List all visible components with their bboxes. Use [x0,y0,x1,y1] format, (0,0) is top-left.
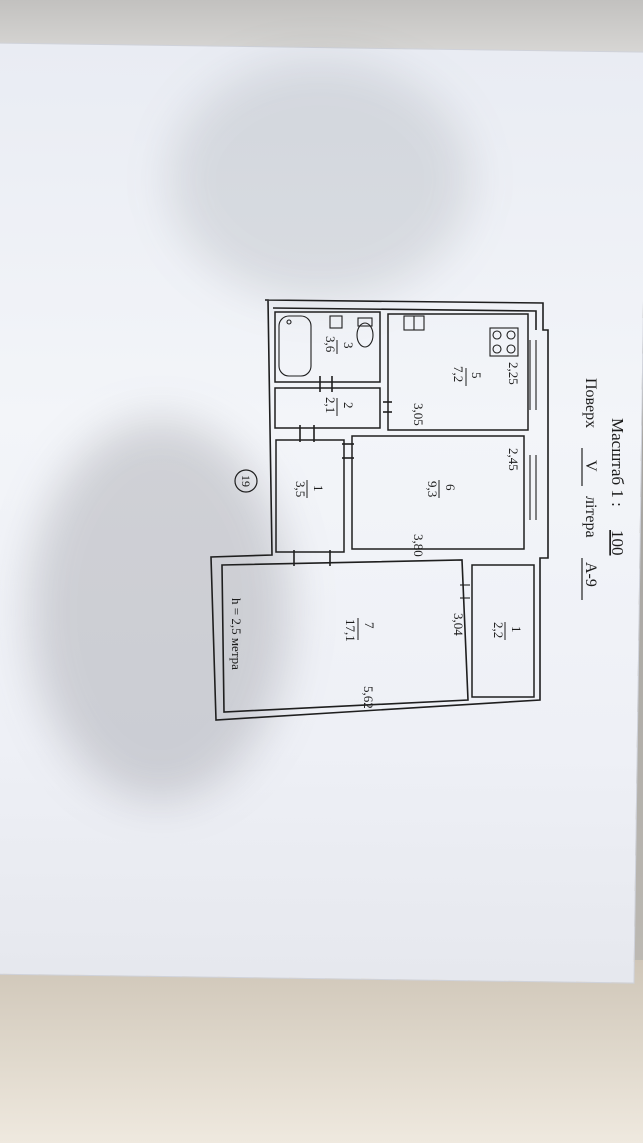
room-5-outline [387,313,529,431]
inner-walls [274,311,535,698]
dim-room6-width: 2,45 [506,448,521,471]
room-area: 9,3 [425,481,440,497]
room-number: 3 [341,342,356,349]
room-labels: 3 3,6 5 7,2 2 2,1 1 3,5 6 9,3 7 17,1 1 2… [293,336,524,642]
balcony-outline [471,564,535,698]
floor-value: V [582,460,599,472]
room-number: 1 [311,485,326,492]
apartment-number: 19 [239,475,253,487]
room-1-outline [275,439,345,553]
header-floor: Поверх V літера А-9 [581,378,599,600]
room-number: 7 [362,622,377,629]
door-marks [293,376,392,566]
floor-label: Поверх [582,378,599,428]
room-2-outline [274,387,381,429]
windows [460,340,537,599]
letter-value: А-9 [582,562,599,587]
dim-kitchen-width: 2,25 [506,362,521,385]
drain-icon [286,319,292,325]
toilet-tank-icon [357,317,373,327]
room-number: 2 [341,402,356,409]
dim-room6-length: 3,80 [411,534,426,557]
fixtures [278,315,519,377]
room-area: 2,2 [491,622,506,638]
dim-room7-length: 5,62 [361,686,376,709]
dim-kitchen-length: 3,05 [411,403,426,426]
washbasin-icon [329,315,343,329]
room-6-outline [351,435,525,550]
shadow [170,60,470,300]
scale-value: 100 [608,530,627,556]
room-area: 3,6 [323,336,338,353]
room-area: 3,5 [293,481,308,497]
shadow [30,420,290,800]
room-area: 2,1 [323,397,338,413]
toilet-icon [356,322,374,348]
room-number: 6 [443,484,458,491]
room-area: 17,1 [343,619,358,642]
outer-walls [210,299,549,721]
dimension-labels: 2,25 3,05 2,45 3,80 3,04 5,62 [361,362,521,709]
dim-room7-width: 3,04 [451,613,466,636]
scale-label: Масштаб 1 : [608,418,627,507]
header-scale: Масштаб 1 : 100 [608,418,627,556]
letter-label: літера [582,496,599,538]
room-3-outline [274,311,381,383]
ceiling-height-note: h = 2,5 метра [229,598,244,670]
stove-icon [489,327,519,357]
apartment-number-badge: 19 [234,469,258,493]
wood-surface [0,960,643,1143]
room-area: 7,2 [451,366,466,382]
room-number: 5 [469,372,484,379]
bathtub-icon [278,315,312,377]
room-number: 1 [509,626,524,633]
